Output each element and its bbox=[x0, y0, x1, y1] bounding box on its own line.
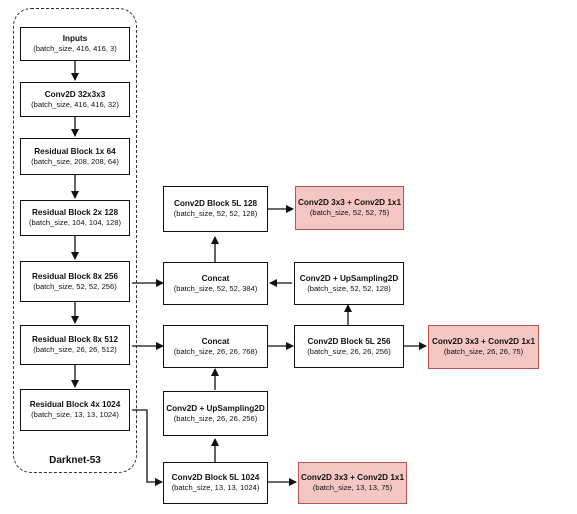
block-shape: (batch_size, 26, 26, 512) bbox=[33, 345, 117, 354]
block-title: Residual Block 1x 64 bbox=[34, 146, 116, 156]
block-shape: (batch_size, 416, 416, 32) bbox=[31, 99, 119, 109]
darknet53-group bbox=[13, 8, 137, 473]
block-title: Residual Block 2x 128 bbox=[31, 208, 118, 217]
block-title: Inputs bbox=[62, 34, 88, 43]
block-conv2d-5l-1024: Conv2D Block 5L 1024 (batch_size, 13, 13… bbox=[163, 462, 268, 504]
block-title: Conv2D + UpSampling2D bbox=[299, 273, 399, 283]
block-title: Conv2D Block 5L 1024 bbox=[171, 473, 260, 482]
block-shape: (batch_size, 416, 416, 3) bbox=[33, 44, 117, 53]
block-concat-52: Concat (batch_size, 52, 52, 384) bbox=[163, 262, 268, 305]
block-conv2d-5l-256: Conv2D Block 5L 256 (batch_size, 26, 26,… bbox=[294, 325, 404, 368]
block-conv2d-32: Conv2D 32x3x3 (batch_size, 416, 416, 32) bbox=[20, 82, 130, 117]
output-shape: (batch_size, 52, 52, 75) bbox=[309, 208, 390, 217]
block-inputs: Inputs (batch_size, 416, 416, 3) bbox=[20, 27, 130, 61]
output-13x13: Conv2D 3x3 + Conv2D 1x1 (batch_size, 13,… bbox=[298, 462, 407, 504]
block-residual-2x-128: Residual Block 2x 128 (batch_size, 104, … bbox=[20, 200, 130, 236]
block-shape: (batch_size, 13, 13, 1024) bbox=[31, 410, 119, 419]
output-26x26: Conv2D 3x3 + Conv2D 1x1 (batch_size, 26,… bbox=[428, 325, 539, 369]
block-concat-26: Concat (batch_size, 26, 26, 768) bbox=[163, 325, 268, 368]
block-conv2d-5l-128: Conv2D Block 5L 128 (batch_size, 52, 52,… bbox=[163, 186, 268, 232]
block-shape: (batch_size, 26, 26, 768) bbox=[173, 346, 258, 356]
block-residual-4x-1024: Residual Block 4x 1024 (batch_size, 13, … bbox=[20, 389, 130, 431]
block-shape: (batch_size, 13, 13, 1024) bbox=[171, 483, 260, 492]
block-residual-8x-256: Residual Block 8x 256 (batch_size, 52, 5… bbox=[20, 261, 130, 302]
block-title: Residual Block 8x 256 bbox=[31, 271, 118, 281]
block-title: Conv2D Block 5L 128 bbox=[173, 199, 258, 208]
block-residual-8x-512: Residual Block 8x 512 (batch_size, 26, 2… bbox=[20, 325, 130, 365]
output-shape: (batch_size, 26, 26, 75) bbox=[443, 347, 524, 356]
block-shape: (batch_size, 26, 26, 256) bbox=[307, 346, 391, 356]
block-title: Conv2D + UpSampling2D bbox=[166, 403, 265, 413]
block-shape: (batch_size, 52, 52, 384) bbox=[173, 283, 258, 293]
arrow-res4-block1024 bbox=[132, 409, 163, 486]
block-title: Conv2D Block 5L 256 bbox=[307, 336, 391, 346]
block-shape: (batch_size, 52, 52, 128) bbox=[173, 209, 258, 218]
block-residual-1x-64: Residual Block 1x 64 (batch_size, 208, 2… bbox=[20, 138, 130, 175]
block-title: Residual Block 4x 1024 bbox=[29, 400, 121, 409]
block-title: Concat bbox=[201, 336, 230, 346]
block-shape: (batch_size, 208, 208, 64) bbox=[31, 156, 119, 166]
darknet53-label: Darknet-53 bbox=[49, 455, 101, 466]
output-shape: (batch_size, 13, 13, 75) bbox=[312, 483, 393, 492]
output-title: Conv2D 3x3 + Conv2D 1x1 bbox=[431, 337, 536, 346]
block-shape: (batch_size, 52, 52, 256) bbox=[33, 281, 117, 291]
block-title: Residual Block 8x 512 bbox=[31, 335, 118, 344]
block-title: Concat bbox=[201, 273, 230, 283]
block-shape: (batch_size, 26, 26, 256) bbox=[173, 413, 258, 423]
output-title: Conv2D 3x3 + Conv2D 1x1 bbox=[297, 198, 402, 207]
block-upsampling-52: Conv2D + UpSampling2D (batch_size, 52, 5… bbox=[294, 262, 404, 305]
block-shape: (batch_size, 52, 52, 128) bbox=[307, 283, 391, 293]
block-upsampling-26: Conv2D + UpSampling2D (batch_size, 26, 2… bbox=[163, 391, 268, 436]
output-52x52: Conv2D 3x3 + Conv2D 1x1 (batch_size, 52,… bbox=[295, 186, 404, 230]
block-shape: (batch_size, 104, 104, 128) bbox=[28, 218, 122, 227]
block-title: Conv2D 32x3x3 bbox=[44, 89, 106, 99]
output-title: Conv2D 3x3 + Conv2D 1x1 bbox=[300, 473, 405, 482]
